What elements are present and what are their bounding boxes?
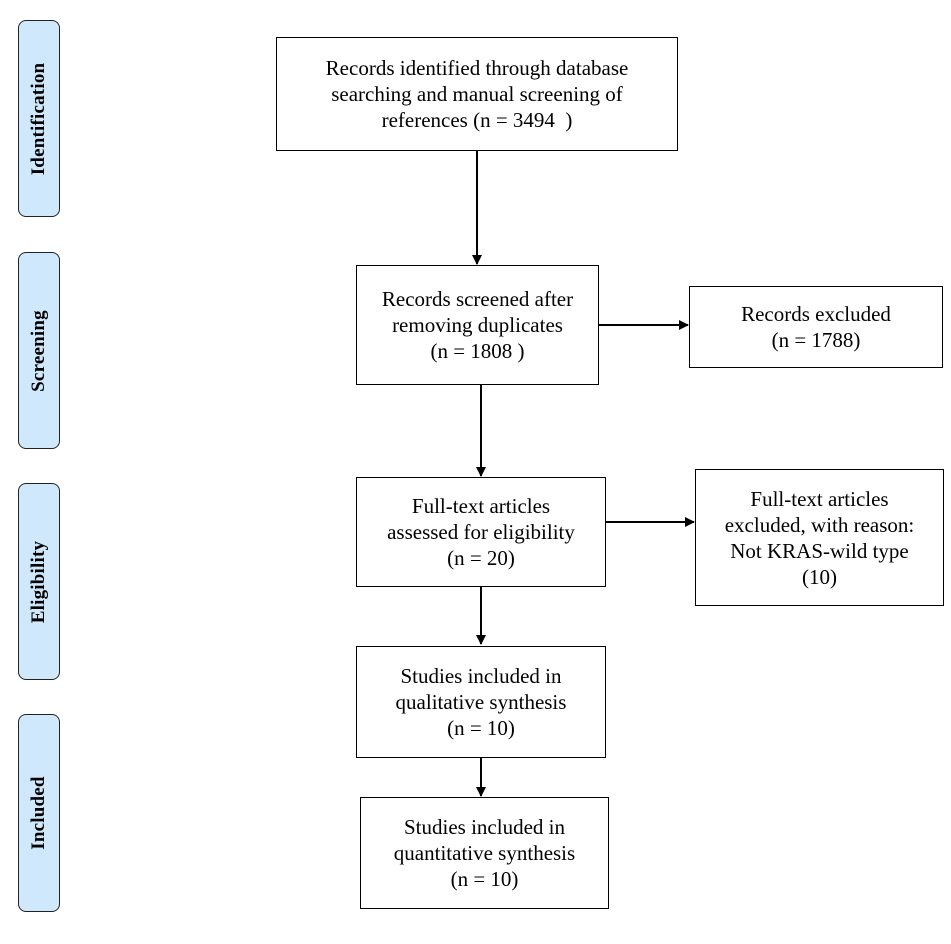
stage-included: Included bbox=[18, 714, 60, 912]
box-fulltext-assessed-line3: (n = 20) bbox=[447, 546, 515, 570]
box-fulltext-excluded-line1: Full-text articles bbox=[750, 486, 889, 511]
box-qualitative-synthesis: Studies included in qualitative synthesi… bbox=[356, 646, 606, 758]
box-records-excluded: Records excluded (n = 1788) bbox=[689, 286, 943, 368]
stage-screening: Screening bbox=[18, 252, 60, 449]
box-records-screened: Records screened after removing duplicat… bbox=[356, 265, 599, 385]
box-qualitative-synthesis-line2: qualitative synthesis bbox=[395, 690, 567, 714]
box-records-excluded-line2: (n = 1788) bbox=[771, 328, 861, 352]
box-quantitative-synthesis: Studies included in quantitative synthes… bbox=[360, 797, 609, 909]
box-fulltext-excluded-line4: (10) bbox=[802, 564, 837, 589]
stage-identification: Identification bbox=[18, 20, 60, 217]
stage-eligibility: Eligibility bbox=[18, 483, 60, 680]
box-qualitative-synthesis-line3: (n = 10) bbox=[447, 716, 515, 740]
box-records-identified: Records identified through database sear… bbox=[276, 37, 678, 151]
box-fulltext-assessed-line2: assessed for eligibility bbox=[387, 520, 575, 544]
box-quantitative-synthesis-line2: quantitative synthesis bbox=[393, 841, 576, 865]
box-records-identified-line3: references (n = 3494 ) bbox=[381, 108, 573, 132]
box-fulltext-excluded-line3: Not KRAS-wild type bbox=[730, 538, 909, 563]
box-fulltext-excluded-line2: excluded, with reason: bbox=[724, 512, 915, 537]
box-fulltext-assessed-line1: Full-text articles bbox=[411, 494, 551, 518]
box-fulltext-assessed: Full-text articles assessed for eligibil… bbox=[356, 477, 606, 587]
box-quantitative-synthesis-line3: (n = 10) bbox=[450, 867, 519, 891]
box-quantitative-synthesis-line1: Studies included in bbox=[404, 815, 565, 839]
box-qualitative-synthesis-line1: Studies included in bbox=[400, 664, 562, 688]
box-records-excluded-line1: Records excluded bbox=[741, 302, 891, 326]
box-records-screened-line3: (n = 1808 ) bbox=[430, 339, 525, 363]
box-records-identified-line1: Records identified through database bbox=[325, 56, 629, 80]
box-fulltext-excluded: Full-text articles excluded, with reason… bbox=[695, 469, 944, 606]
box-records-identified-line2: searching and manual screening of bbox=[331, 82, 623, 106]
box-records-screened-line1: Records screened after bbox=[381, 287, 574, 311]
box-records-screened-line2: removing duplicates bbox=[392, 313, 563, 337]
